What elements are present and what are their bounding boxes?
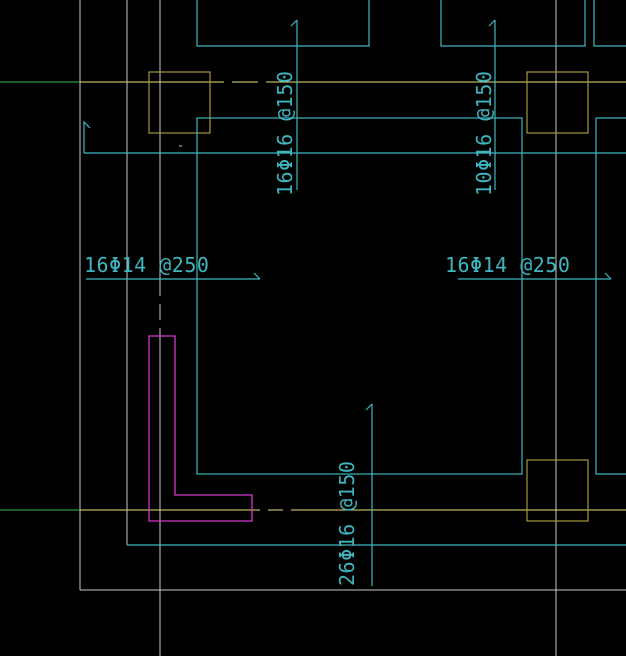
rebar-leader-h-right-tick [604, 272, 612, 280]
column-box-bottom-right [526, 459, 589, 522]
rebar-label-h-right: 16Φ14 @250 [445, 253, 570, 277]
rebar-label-v-top-left: 16Φ16 @150 [273, 71, 297, 196]
column-box-top-right [526, 71, 589, 134]
rebar-label-v-bottom: 26Φ16 @150 [335, 461, 359, 586]
footing-left-tick [83, 120, 91, 153]
top-box-left [196, 0, 370, 47]
break-marks [158, 80, 291, 512]
l-shaped-wall [148, 335, 253, 522]
central-pit-outline [196, 117, 523, 475]
rebar-leader-v-top-right-tick [488, 19, 496, 27]
rebar-leader-v-bottom-tick [365, 403, 373, 411]
green-lines [0, 81, 80, 511]
rebar-leader-v-top-left-tick [290, 19, 298, 27]
column-box-top-left [148, 71, 211, 134]
top-box-far-right [593, 0, 626, 47]
right-return-vert [595, 118, 626, 475]
rebar-leaders [86, 19, 612, 586]
column-boxes [148, 71, 589, 522]
rebar-leader-h-left-tick [253, 272, 261, 280]
rebar-label-v-top-right: 10Φ16 @150 [472, 71, 496, 196]
rebar-label-h-left: 16Φ14 @250 [84, 253, 209, 277]
yellow-grid-lines [0, 81, 626, 511]
cyan-outlines [83, 0, 626, 546]
top-box-right [440, 0, 586, 47]
